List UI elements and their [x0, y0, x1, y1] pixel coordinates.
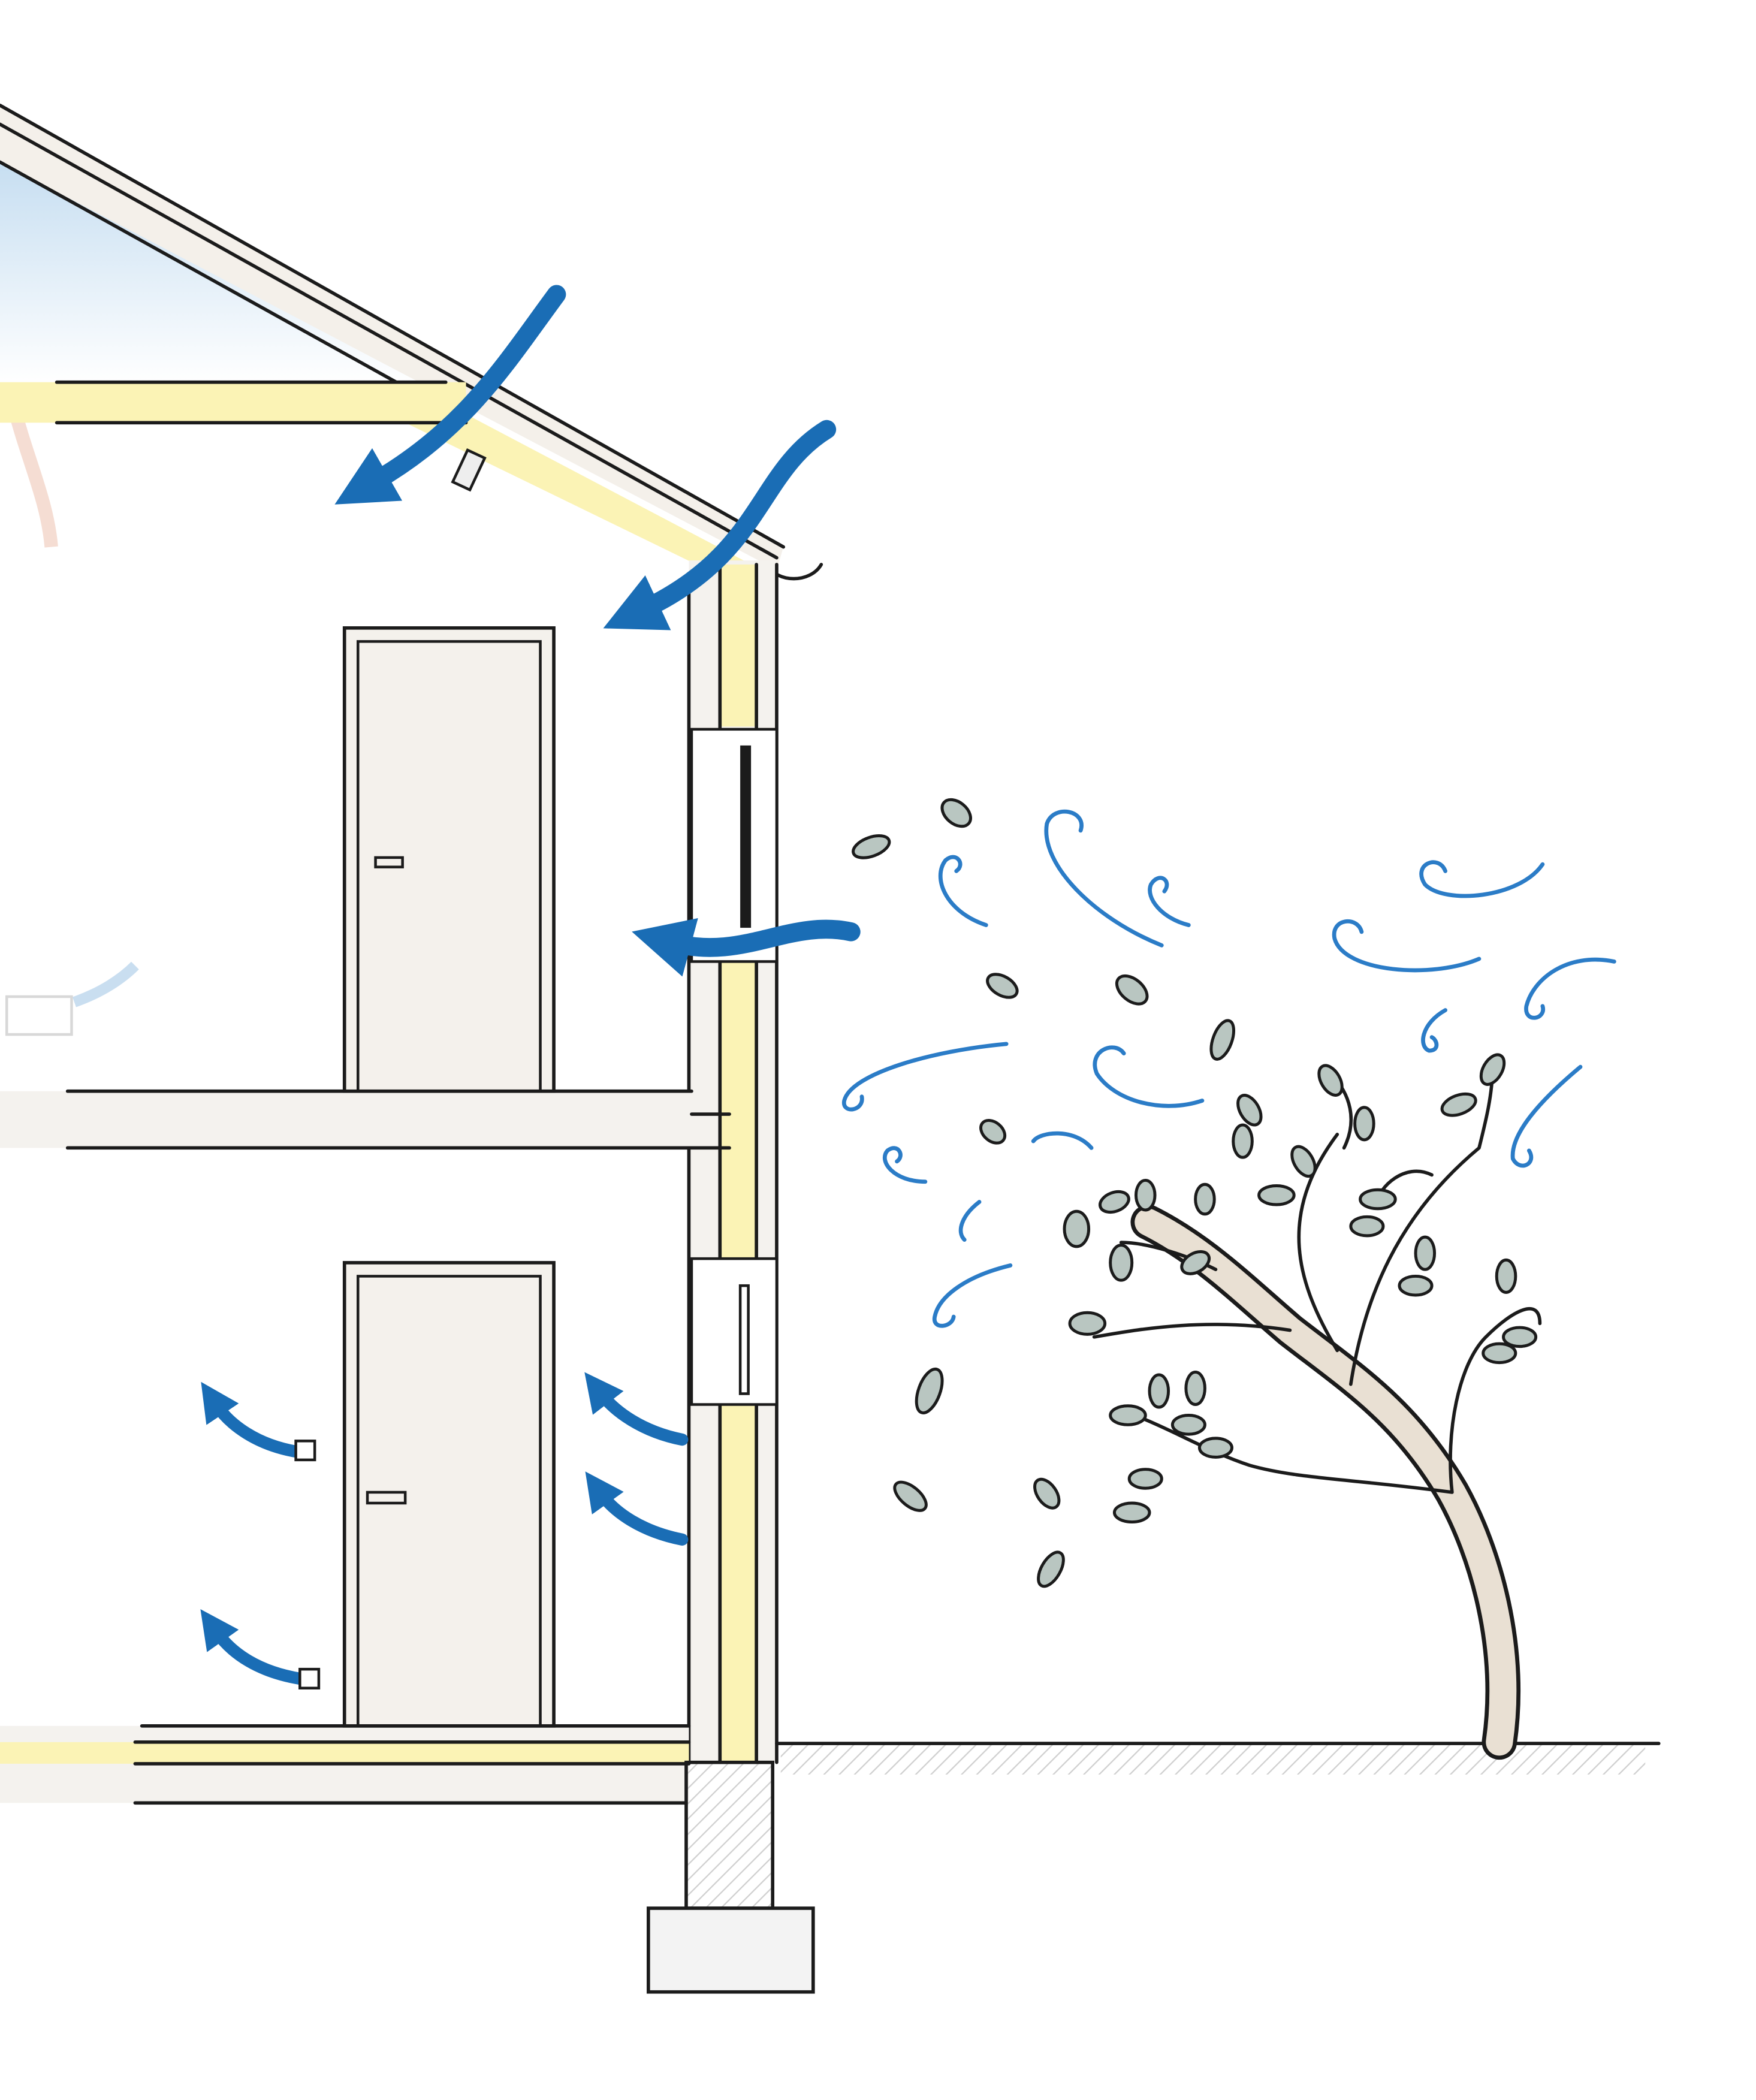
leaf-icon: [1109, 1244, 1134, 1282]
leaf-icon: [915, 1367, 944, 1414]
leaf-icon: [1349, 1215, 1385, 1238]
leaf-icon: [1148, 1373, 1170, 1409]
leaf-icon: [1033, 1477, 1061, 1510]
lower-window: [690, 1257, 779, 1406]
leaf-icon: [1184, 1370, 1206, 1406]
wind-swirl-icon: [933, 1263, 1013, 1328]
vent-icon: [294, 1440, 316, 1462]
leaf-icon: [1180, 1250, 1211, 1275]
leaf-icon: [1127, 1468, 1163, 1490]
leaf-icon: [852, 834, 891, 859]
leaf-icon: [1135, 1178, 1157, 1212]
intermediate-floor: [0, 1091, 692, 1148]
floor-insulation: [0, 1742, 689, 1764]
leaf-icon: [1115, 974, 1149, 1006]
window-frame-dark: [740, 745, 752, 928]
air-flow-arrow-icon: [632, 918, 861, 977]
wind-swirl-icon: [1031, 1131, 1094, 1150]
footing: [647, 1906, 815, 1994]
leaf-icon: [1414, 1235, 1437, 1271]
leaf-icon: [1099, 1190, 1130, 1214]
wind-swirl-icon: [938, 855, 988, 927]
leaf-icon: [986, 973, 1019, 999]
tree-icon: [1092, 1065, 1542, 1760]
air-flow-arrow-icon: [603, 420, 837, 630]
foundation-wall: [684, 1760, 775, 1910]
leaf-icon: [1479, 1053, 1506, 1086]
leaf-icon: [1290, 1145, 1317, 1178]
air-flow-arrow-icon: [584, 1372, 689, 1446]
air-flow-arrow-icon: [334, 285, 566, 505]
leaf-icon: [940, 798, 972, 828]
leaf-icon: [1232, 1123, 1254, 1159]
leaf-icon: [1482, 1342, 1517, 1365]
leaf-icon: [1440, 1092, 1477, 1117]
upper-window: [690, 728, 779, 963]
leaf-icon: [1194, 1182, 1216, 1216]
ground-hatch: [780, 1745, 1646, 1775]
wind-swirl-icon: [842, 1042, 1009, 1112]
faded-vent: [5, 995, 73, 1036]
leaf-icon: [1398, 1274, 1434, 1297]
leaf-icon: [1353, 1106, 1375, 1142]
leaf-icon: [979, 1118, 1007, 1145]
leaf-icon: [1037, 1550, 1065, 1588]
door-icon: [342, 1261, 556, 1728]
leaf-icon: [1109, 1404, 1147, 1426]
leaf-icon: [1236, 1094, 1263, 1127]
leaf-icon: [1197, 1437, 1233, 1459]
ceiling-insulation: [0, 382, 466, 423]
leaf-icon: [1063, 1209, 1091, 1248]
leaves: [852, 798, 1538, 1588]
wind-swirl-icon: [1524, 957, 1616, 1020]
wind-swirl-icon: [1332, 919, 1482, 973]
leaf-icon: [893, 1480, 928, 1512]
leaf-icon: [1068, 1311, 1107, 1336]
wind-swirl-icon: [1510, 1064, 1583, 1168]
wall-insulation-middle: [720, 961, 757, 1259]
leaf-icon: [1359, 1188, 1397, 1211]
leaf-icon: [1112, 1501, 1151, 1524]
wall-insulation-lower: [720, 1404, 757, 1763]
wind-swirl-icon: [1419, 860, 1545, 898]
wind-swirl-icon: [958, 1200, 982, 1242]
wind-swirls: [842, 809, 1616, 1328]
leaf-icon: [1317, 1064, 1344, 1097]
faded-attic-arrow: [7, 403, 58, 548]
roof-insulation: [405, 382, 757, 574]
wind-swirl-icon: [1421, 1008, 1447, 1053]
leaf-icon: [1170, 1414, 1206, 1436]
wind-swirl-icon: [1148, 876, 1191, 927]
vent-icon: [298, 1667, 321, 1689]
door-icon: [342, 626, 556, 1093]
leaf-icon: [1495, 1258, 1517, 1294]
roof-vent: [451, 448, 487, 492]
air-flow-arrow-icon: [585, 1471, 689, 1546]
wind-swirl-icon: [882, 1146, 928, 1184]
air-flow-arrow-icon: [200, 1609, 306, 1685]
air-flow-arrow-icon: [201, 1381, 303, 1458]
leaf-icon: [1502, 1326, 1538, 1348]
wall-insulation-upper: [720, 564, 757, 727]
leaf-icon: [1209, 1019, 1236, 1061]
wind-swirl-icon: [1093, 1045, 1205, 1108]
leaf-icon: [1257, 1184, 1296, 1206]
wind-swirl-icon: [1044, 809, 1164, 948]
